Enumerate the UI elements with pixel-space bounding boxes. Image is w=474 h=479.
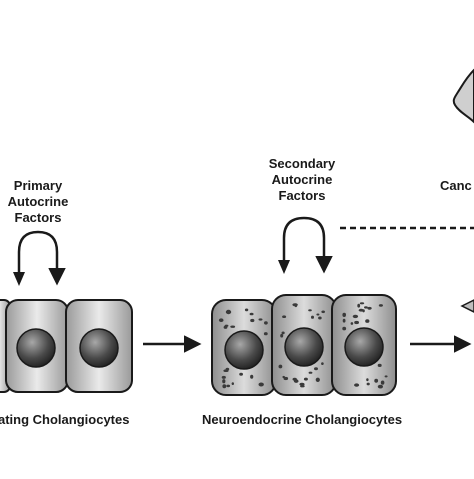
granule-dot (342, 318, 346, 323)
granule-dot (321, 362, 324, 365)
granule-dot (226, 384, 231, 388)
granule-dot (377, 384, 383, 389)
granule-dot (258, 382, 264, 387)
granule-dot (294, 303, 298, 308)
granule-dot (263, 332, 268, 336)
granule-dot (278, 364, 283, 369)
proliferating-cell-group (0, 299, 133, 393)
primary-feedback-arrow-icon (17, 230, 66, 286)
granule-dot (299, 382, 305, 386)
granule-dot (231, 382, 234, 385)
granule-dot (264, 321, 268, 325)
granule-dot (357, 303, 361, 308)
granule-dot (364, 306, 368, 309)
granule-dot (239, 372, 244, 376)
nucleus-left-2 (16, 328, 56, 368)
granule-dot (350, 322, 354, 325)
granule-dot (362, 309, 365, 313)
granule-dot (366, 378, 369, 382)
cancer-cell-edge (460, 299, 474, 313)
primary-label-line1: Primary (14, 178, 63, 193)
granule-dot (222, 384, 227, 389)
granule-dot (384, 375, 388, 378)
granule-dot (223, 369, 229, 373)
granule-dot (280, 333, 284, 338)
granule-dot (250, 318, 255, 323)
nucleus-left-3 (79, 328, 119, 368)
granule-dot (366, 382, 370, 386)
neuro-nucleus-3 (344, 327, 384, 367)
secondary-label-line3: Factors (279, 188, 326, 203)
granule-dot (308, 309, 312, 312)
granule-dot (378, 304, 383, 307)
granule-dot (222, 379, 226, 384)
granule-dot (354, 383, 360, 387)
primary-label-line3: Factors (15, 210, 62, 225)
granule-dot (311, 315, 314, 319)
granule-dot (316, 313, 320, 316)
granule-dot (281, 331, 285, 335)
granule-dot (250, 374, 254, 379)
left-group-label: ating Cholangiocytes (0, 412, 129, 427)
secondary-label-line1: Secondary (269, 156, 336, 171)
granule-dot (300, 385, 305, 388)
granule-dot (352, 314, 359, 319)
granule-dot (321, 310, 326, 314)
secondary-feedback-arrow-icon (282, 216, 333, 274)
granule-dot (377, 363, 382, 367)
granule-dot (224, 324, 229, 327)
granule-dot (354, 320, 359, 325)
granule-dot (342, 326, 347, 331)
granule-dot (292, 377, 297, 381)
granule-speckles (218, 302, 388, 389)
cancer-cell-shape (452, 68, 474, 124)
granule-dot (342, 312, 347, 317)
granule-dot (303, 377, 308, 381)
granule-dot (365, 319, 370, 323)
granule-dot (380, 380, 385, 385)
granule-dot (367, 306, 372, 310)
granule-dot (374, 378, 379, 383)
granule-dot (359, 302, 365, 305)
granule-dot (249, 312, 254, 316)
granule-dot (283, 376, 289, 381)
granule-dot (315, 377, 320, 382)
primary-feedback-arrowhead-left-icon (13, 272, 25, 286)
granule-dot (282, 315, 287, 319)
granule-dot (308, 371, 313, 374)
secondary-feedback-arrowhead-left-icon (278, 260, 290, 274)
neuroendocrine-cell-group (211, 294, 397, 396)
granule-dot (218, 318, 224, 323)
granule-dot (230, 325, 236, 328)
middle-group-label: Neuroendocrine Cholangiocytes (202, 412, 402, 427)
granule-dot (221, 375, 226, 379)
granule-dot (258, 318, 263, 321)
secondary-label-line2: Autocrine (272, 172, 333, 187)
primary-label-line2: Autocrine (8, 194, 69, 209)
granule-dot (244, 308, 249, 312)
granule-dot (318, 316, 322, 320)
granule-dot (314, 367, 318, 371)
granule-dot (226, 310, 230, 312)
neuro-nucleus-2 (284, 327, 324, 367)
neuro-nucleus-1 (224, 330, 264, 370)
cancer-label: Canc (440, 178, 472, 193)
